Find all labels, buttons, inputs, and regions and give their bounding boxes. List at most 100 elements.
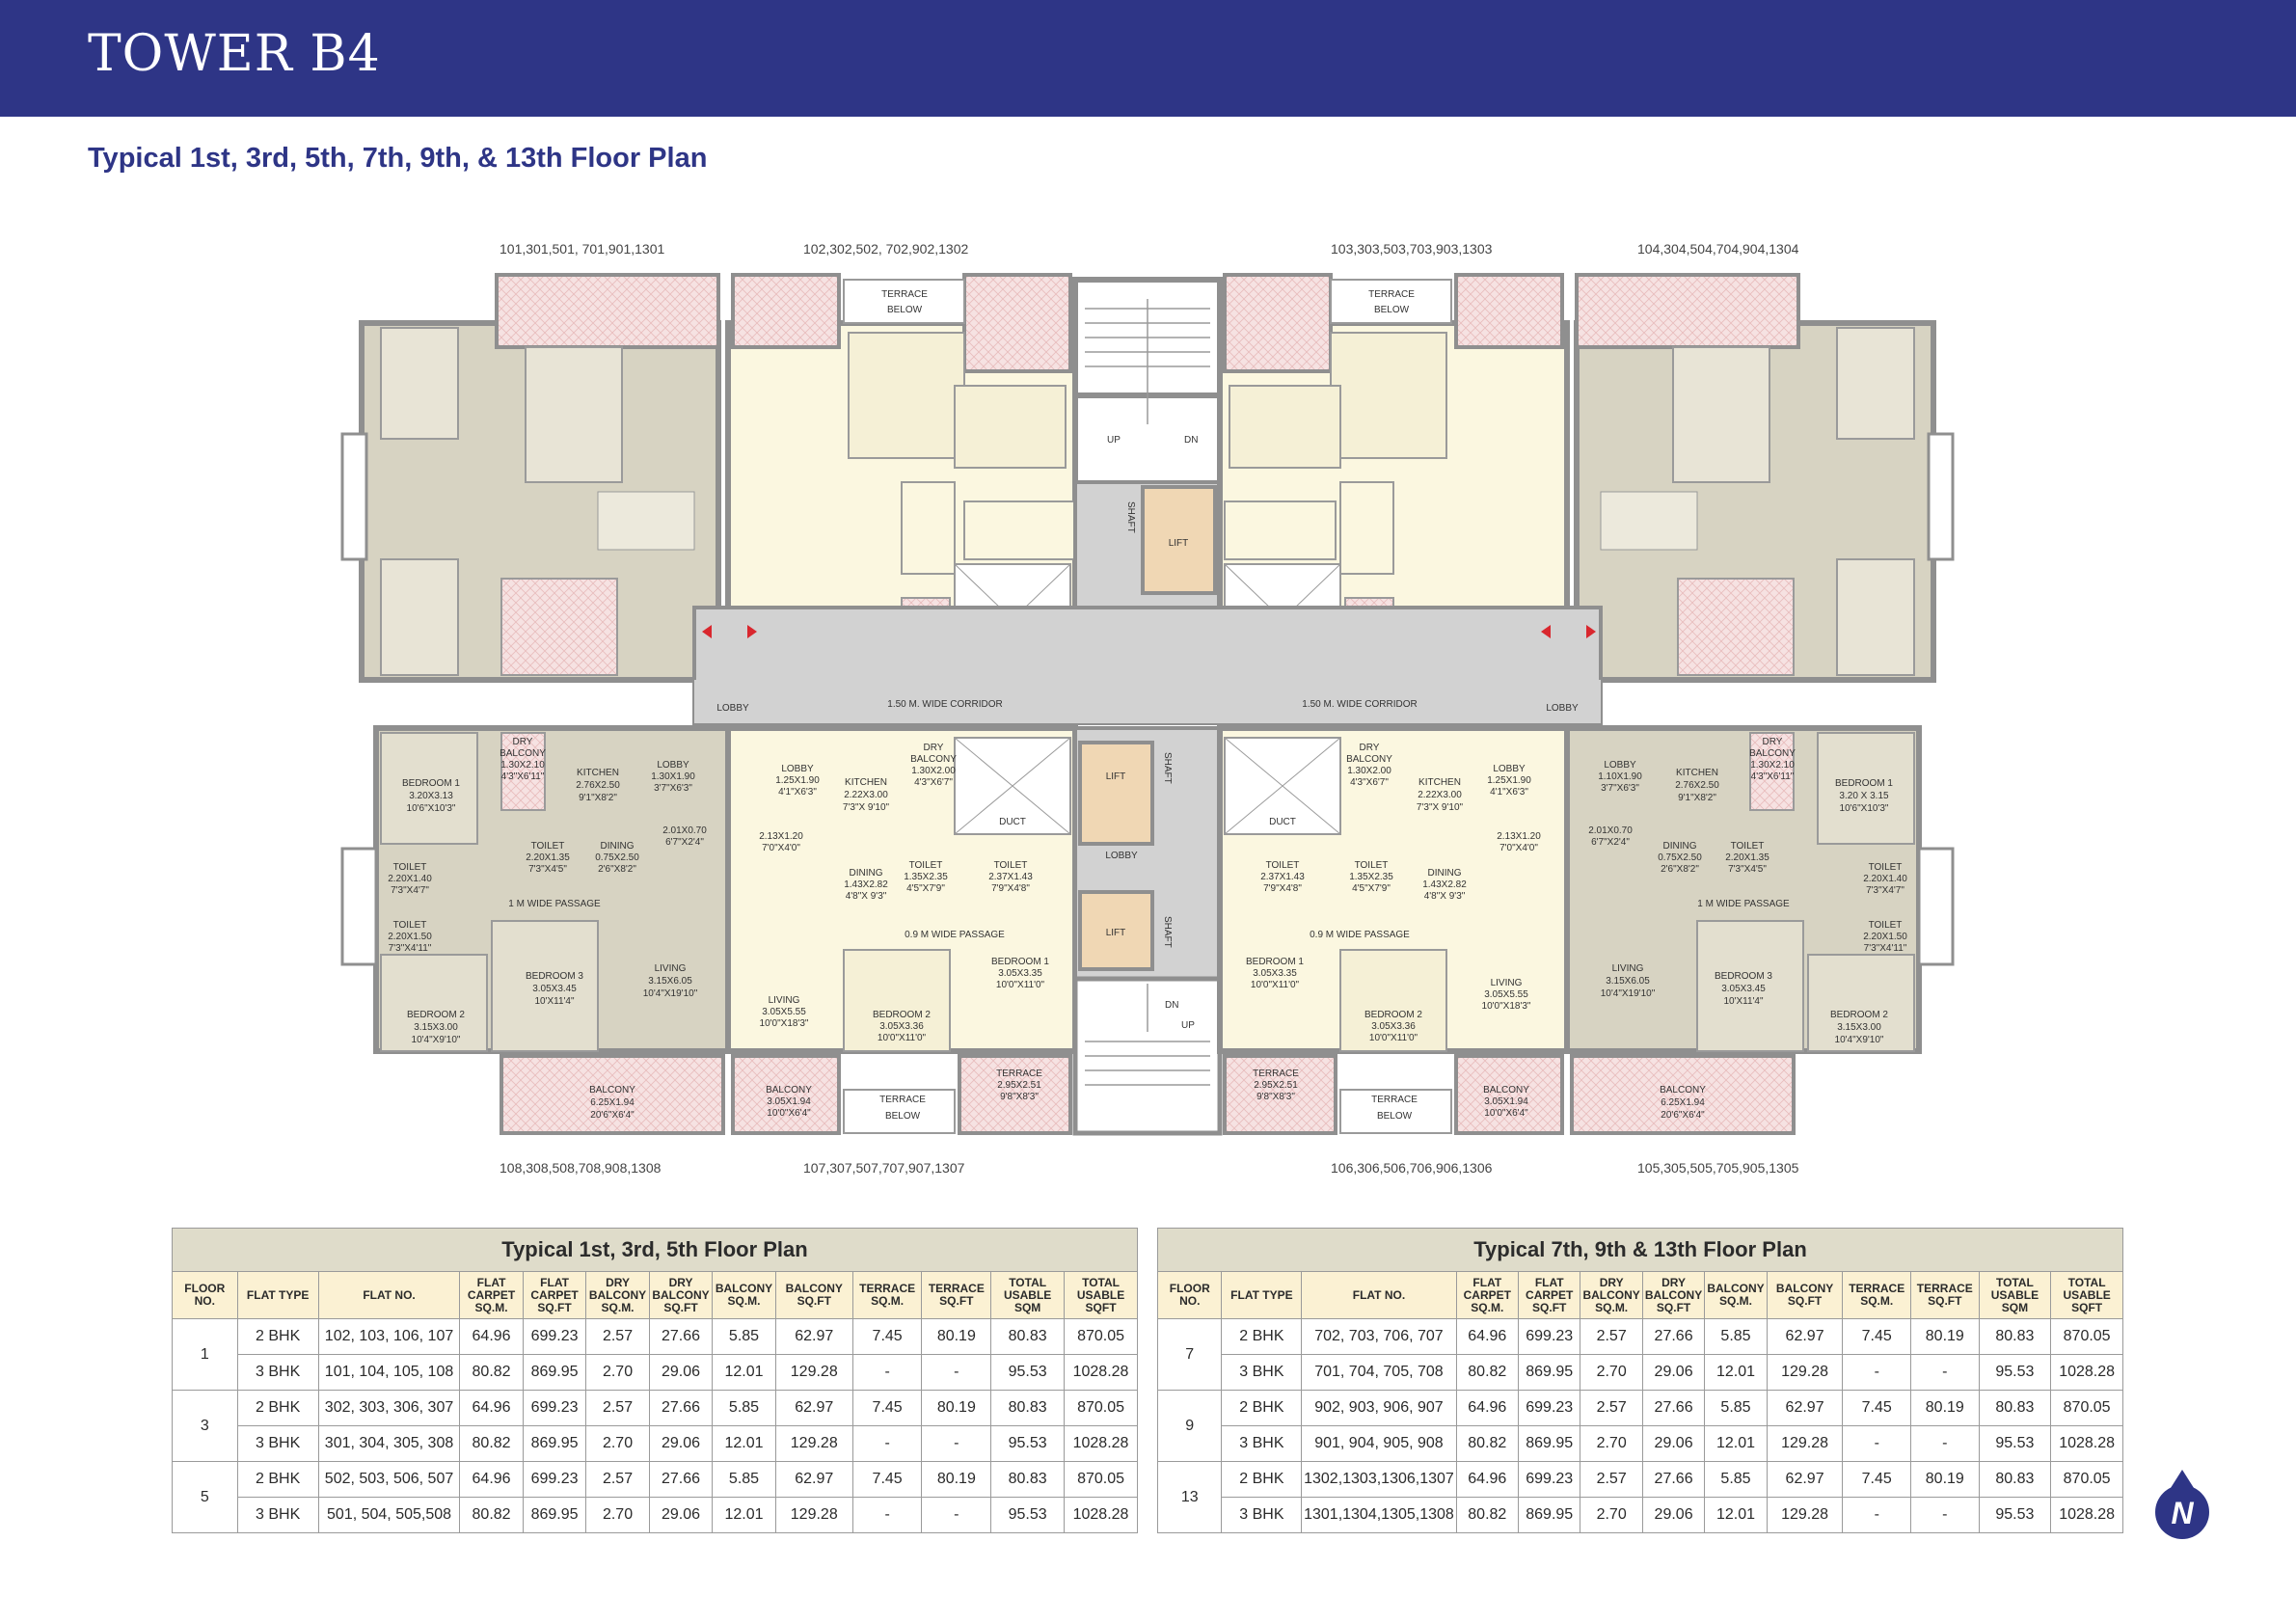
- svg-text:KITCHEN: KITCHEN: [1418, 777, 1461, 788]
- svg-text:0.75X2.50: 0.75X2.50: [1658, 852, 1702, 863]
- table-cell: 2.70: [585, 1497, 650, 1533]
- column-header: TERRACE SQ.M.: [851, 1271, 923, 1319]
- svg-text:3.05X3.36: 3.05X3.36: [1371, 1021, 1416, 1032]
- svg-text:2.95X2.51: 2.95X2.51: [997, 1080, 1041, 1091]
- flat-label-bottom-1: 108,308,508,708,908,1308: [500, 1160, 662, 1176]
- svg-text:KITCHEN: KITCHEN: [577, 768, 619, 778]
- svg-text:10'6"X10'3": 10'6"X10'3": [1840, 803, 1889, 814]
- svg-text:2'6"X8'2": 2'6"X8'2": [598, 864, 636, 875]
- table-cell: 2.57: [1580, 1461, 1643, 1498]
- lift-bottom-2: [1078, 890, 1154, 971]
- table-cell: 302, 303, 306, 307: [317, 1390, 461, 1426]
- svg-text:KITCHEN: KITCHEN: [845, 777, 887, 788]
- svg-text:3.05X1.94: 3.05X1.94: [1484, 1096, 1528, 1107]
- svg-text:7'9"X4'8": 7'9"X4'8": [991, 883, 1030, 894]
- svg-text:10'4"X19'10": 10'4"X19'10": [643, 988, 698, 999]
- table-cell: 870.05: [2050, 1318, 2123, 1355]
- svg-text:1.25X1.90: 1.25X1.90: [775, 775, 820, 786]
- table-cell: 64.96: [1455, 1390, 1520, 1426]
- svg-text:BEDROOM 1: BEDROOM 1: [402, 778, 460, 789]
- table-cell: 12.01: [1704, 1354, 1768, 1391]
- svg-text:2.95X2.51: 2.95X2.51: [1254, 1080, 1298, 1091]
- svg-text:2.20X1.50: 2.20X1.50: [1863, 932, 1907, 942]
- table-cell: 95.53: [990, 1425, 1066, 1462]
- svg-text:0.75X2.50: 0.75X2.50: [595, 852, 639, 863]
- floor-number-cell: 5: [172, 1461, 238, 1533]
- flat-label-top-1: 101,301,501, 701,901,1301: [500, 241, 665, 257]
- svg-text:2.20X1.35: 2.20X1.35: [526, 852, 570, 863]
- floor-number-cell: 13: [1156, 1461, 1223, 1533]
- svg-text:TERRACE: TERRACE: [1368, 289, 1415, 300]
- column-header: FLOOR NO.: [1156, 1271, 1223, 1319]
- column-header: TERRACE SQ.FT: [921, 1271, 992, 1319]
- svg-text:2.20X1.35: 2.20X1.35: [1725, 852, 1769, 863]
- table-cell: 80.83: [990, 1461, 1066, 1498]
- table-cell: 62.97: [1766, 1318, 1844, 1355]
- svg-text:LIVING: LIVING: [1491, 978, 1523, 988]
- table-cell: 95.53: [1978, 1497, 2052, 1533]
- svg-text:3.05X3.35: 3.05X3.35: [1253, 968, 1297, 979]
- svg-text:0.9 M WIDE PASSAGE: 0.9 M WIDE PASSAGE: [1310, 930, 1410, 940]
- svg-text:1.50 M. WIDE CORRIDOR: 1.50 M. WIDE CORRIDOR: [1302, 699, 1417, 710]
- svg-text:4'8"X 9'3": 4'8"X 9'3": [1424, 891, 1466, 902]
- svg-text:BALCONY: BALCONY: [910, 754, 957, 765]
- floor-plan-subtitle: Typical 1st, 3rd, 5th, 7th, 9th, & 13th …: [88, 143, 708, 174]
- svg-text:DRY: DRY: [1360, 743, 1380, 753]
- table-cell: 3 BHK: [236, 1354, 319, 1391]
- table-cell: 129.28: [774, 1354, 853, 1391]
- table-cell: 5.85: [712, 1461, 776, 1498]
- table-cell: 80.19: [921, 1461, 992, 1498]
- table-cell: 29.06: [1641, 1354, 1706, 1391]
- column-header: BALCONY SQ.M.: [1704, 1271, 1768, 1319]
- table-cell: 101, 104, 105, 108: [317, 1354, 461, 1391]
- table-cell: 702, 703, 706, 707: [1301, 1318, 1457, 1355]
- table-cell: 1301,1304,1305,1308: [1301, 1497, 1457, 1533]
- svg-text:10'6"X10'3": 10'6"X10'3": [407, 803, 456, 814]
- table-cell: 29.06: [648, 1497, 714, 1533]
- svg-text:9'8"X8'3": 9'8"X8'3": [1256, 1092, 1295, 1102]
- svg-text:9'8"X8'3": 9'8"X8'3": [1000, 1092, 1039, 1102]
- table-cell: 7.45: [1842, 1318, 1912, 1355]
- column-header: TOTAL USABLE SQM: [1978, 1271, 2052, 1319]
- svg-text:BELOW: BELOW: [887, 305, 923, 315]
- svg-text:BALCONY: BALCONY: [1483, 1085, 1529, 1096]
- table-cell: 2.57: [585, 1461, 650, 1498]
- svg-text:BEDROOM 3: BEDROOM 3: [526, 971, 583, 982]
- table-cell: 129.28: [1766, 1425, 1844, 1462]
- svg-text:2'6"X8'2": 2'6"X8'2": [1661, 864, 1699, 875]
- table-cell: -: [1910, 1497, 1980, 1533]
- svg-text:3.15X3.00: 3.15X3.00: [1837, 1022, 1881, 1033]
- svg-text:TOILET: TOILET: [531, 841, 565, 852]
- svg-text:6.25X1.94: 6.25X1.94: [1661, 1097, 1705, 1108]
- table-caption: Typical 7th, 9th & 13th Floor Plan: [1157, 1228, 2123, 1272]
- svg-text:LIVING: LIVING: [769, 995, 800, 1006]
- svg-text:LIVING: LIVING: [655, 963, 687, 974]
- svg-text:TOILET: TOILET: [994, 860, 1028, 871]
- floor-number-cell: 7: [1156, 1318, 1223, 1391]
- table-cell: 5.85: [712, 1318, 776, 1355]
- svg-text:7'0"X4'0": 7'0"X4'0": [762, 843, 800, 853]
- flat-label-bottom-4: 105,305,505,705,905,1305: [1637, 1160, 1799, 1176]
- table-cell: 869.95: [1518, 1425, 1581, 1462]
- svg-text:3.15X6.05: 3.15X6.05: [648, 976, 692, 987]
- column-header: BALCONY SQ.M.: [712, 1271, 776, 1319]
- table-cell: 80.82: [1455, 1497, 1520, 1533]
- svg-text:TOILET: TOILET: [393, 920, 427, 931]
- svg-text:10'X11'4": 10'X11'4": [534, 996, 575, 1007]
- table-cell: -: [921, 1497, 992, 1533]
- table-cell: 62.97: [1766, 1461, 1844, 1498]
- svg-text:1.30X1.90: 1.30X1.90: [651, 771, 695, 782]
- svg-text:9'1"X8'2": 9'1"X8'2": [579, 793, 617, 803]
- table-cell: 3 BHK: [1221, 1354, 1303, 1391]
- svg-text:BALCONY: BALCONY: [1660, 1085, 1706, 1096]
- svg-text:10'0"X11'0": 10'0"X11'0": [878, 1033, 927, 1043]
- table-cell: 3 BHK: [236, 1425, 319, 1462]
- svg-text:4'5"X7'9": 4'5"X7'9": [1352, 883, 1391, 894]
- svg-text:SHAFT: SHAFT: [1125, 501, 1136, 533]
- svg-text:7'3"X4'11": 7'3"X4'11": [389, 943, 432, 954]
- table-cell: 870.05: [1064, 1461, 1138, 1498]
- floor-number-cell: 1: [172, 1318, 238, 1391]
- svg-text:10'0"X11'0": 10'0"X11'0": [1369, 1033, 1418, 1043]
